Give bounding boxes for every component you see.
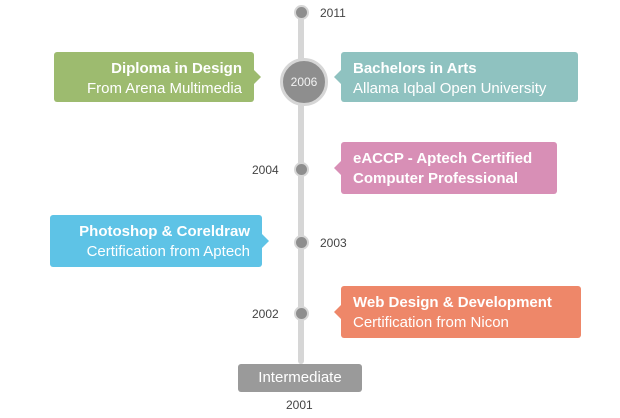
card-title: eACCP - Aptech Certified — [353, 150, 533, 167]
timeline-dot-2004 — [294, 162, 309, 177]
timeline-dot-2003 — [294, 235, 309, 250]
card-title: Web Design & Development — [353, 294, 552, 311]
card-web-design-development: Web Design & Development Certification f… — [334, 286, 581, 338]
year-label-2003: 2003 — [320, 236, 347, 250]
year-label-2011: 2011 — [320, 6, 346, 20]
year-label-2004: 2004 — [252, 163, 279, 177]
timeline-dot-2011 — [294, 5, 309, 20]
card-diploma-in-design: Diploma in Design From Arena Multimedia — [54, 52, 261, 102]
year-label-2001: 2001 — [286, 398, 313, 412]
timeline-axis — [298, 12, 304, 364]
year-label-2002: 2002 — [252, 307, 279, 321]
year-badge-2006: 2006 — [280, 58, 328, 106]
card-subtitle: Certification from Nicon — [353, 314, 509, 331]
card-title: Photoshop & Coreldraw — [79, 223, 250, 240]
card-subtitle: From Arena Multimedia — [86, 80, 242, 97]
card-title: Diploma in Design — [111, 60, 242, 77]
card-subtitle: Allama Iqbal Open University — [353, 80, 547, 97]
card-subtitle: Certification from Aptech — [86, 243, 250, 260]
intermediate-badge: Intermediate — [238, 364, 362, 392]
card-bachelors-in-arts: Bachelors in Arts Allama Iqbal Open Univ… — [334, 52, 578, 102]
card-title: Bachelors in Arts — [353, 60, 477, 77]
card-subtitle: Computer Professional — [353, 170, 519, 187]
card-eaccp: eACCP - Aptech Certified Computer Profes… — [334, 142, 557, 194]
timeline-dot-2002 — [294, 306, 309, 321]
card-photoshop-coreldraw: Photoshop & Coreldraw Certification from… — [50, 215, 269, 267]
